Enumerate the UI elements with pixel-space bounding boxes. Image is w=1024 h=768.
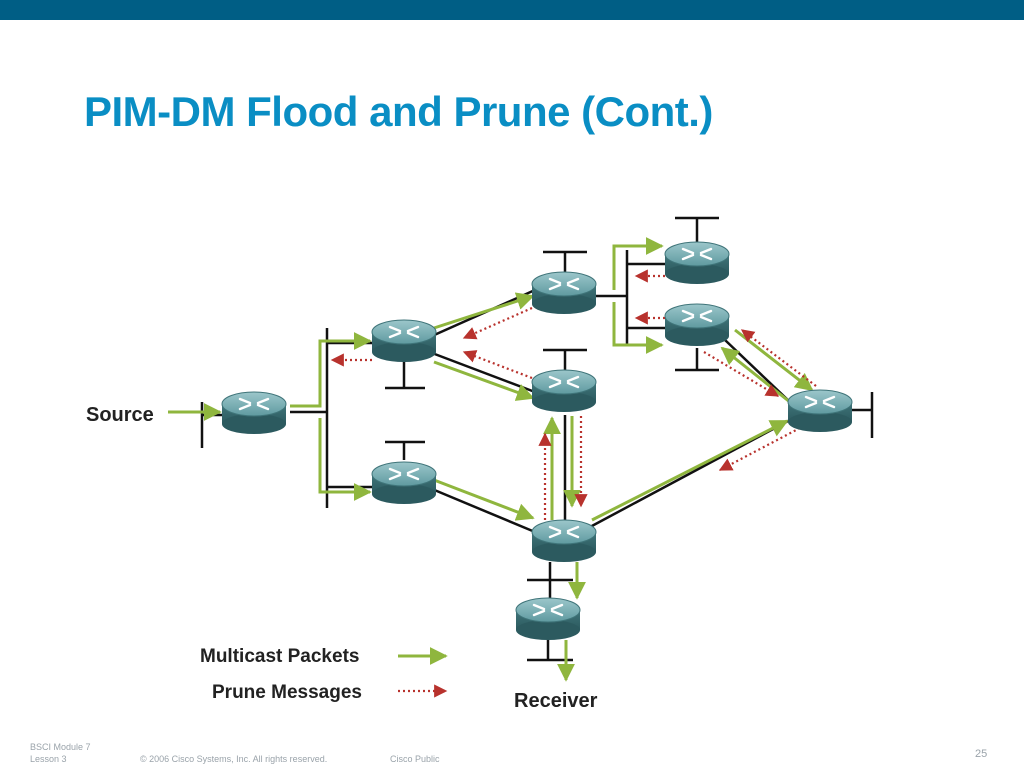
receiver-label: Receiver [514,690,598,712]
footer-module: BSCI Module 7 [30,742,91,752]
router-source [220,390,288,436]
multicast-packet-arrows [168,237,814,682]
prune-message-arrows [330,269,817,520]
footer-lesson: Lesson 3 [30,754,67,764]
legend-prune-label: Prune Messages [212,682,362,703]
router-top-right [663,240,731,286]
router-upper-left [370,318,438,364]
legend-multicast-label: Multicast Packets [200,646,359,667]
footer-copyright: © 2006 Cisco Systems, Inc. All rights re… [140,754,328,764]
router-receiver [514,596,582,642]
router-lower-left [370,460,438,506]
slide-title: PIM-DM Flood and Prune (Cont.) [84,88,713,135]
legend: Multicast Packets Prune Messages [200,646,448,703]
top-banner [0,0,1024,20]
page-number: 25 [975,748,988,760]
router-bottom-center [530,518,598,564]
router-far-right [786,388,854,434]
router-middle-center [530,368,598,414]
source-label: Source [86,404,154,426]
router-top-center [530,270,598,316]
router-upper-right [663,302,731,348]
footer-classification: Cisco Public [390,754,440,764]
